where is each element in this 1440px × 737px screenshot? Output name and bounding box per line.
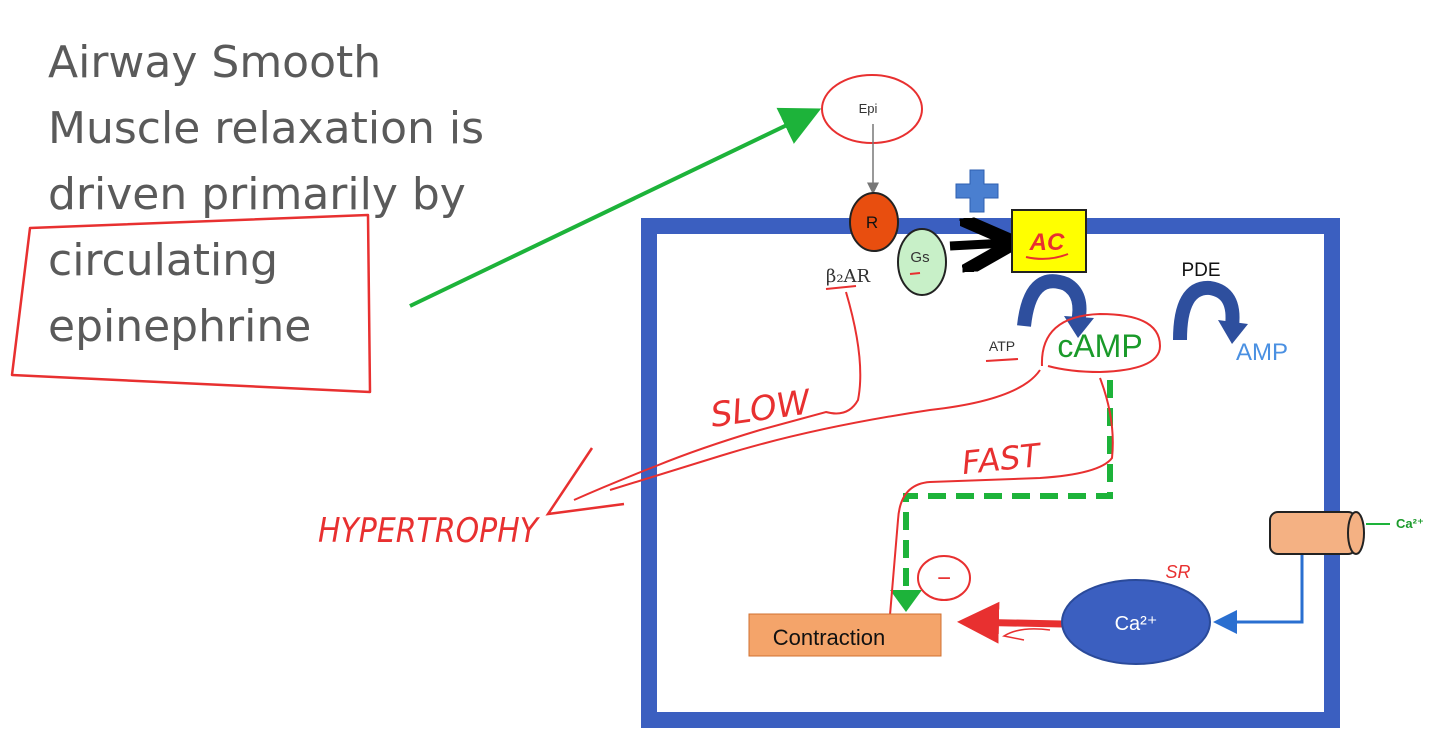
heading-line-3: driven primarily by (48, 169, 466, 220)
contraction-box (748, 613, 942, 657)
contraction-label: Contraction (773, 625, 886, 650)
red-camp-to-hypertrophy (609, 369, 1041, 491)
hypertrophy-annotation: HYPERTROPHY (318, 511, 540, 551)
slide-heading: Airway Smooth Muscle relaxation is drive… (48, 30, 484, 360)
camp-circle (1040, 312, 1162, 374)
pde-label: PDE (1181, 260, 1220, 281)
pde-curved-arrow-head (1218, 320, 1248, 344)
atp-underline (985, 358, 1019, 362)
pde-curved-arrow (1173, 281, 1240, 341)
red-slow-line (573, 291, 862, 501)
inhibit-circle (917, 555, 971, 601)
calcium-channel (1269, 511, 1365, 555)
adenylyl-cyclase-box (1011, 209, 1087, 273)
ac-curved-arrow-head (1064, 316, 1094, 338)
epi-label: Epi (859, 101, 878, 116)
gs-to-ac-arrow (949, 243, 1006, 246)
heading-line-1: Airway Smooth (48, 37, 382, 88)
green-dashed-arrowhead (890, 590, 922, 612)
slow-annotation: SLOW (708, 382, 814, 436)
ac-underline (1025, 253, 1069, 260)
heading-line-4: circulating (48, 235, 279, 286)
channel-to-sr-path (1213, 554, 1304, 634)
b2ar-label: β₂AR (826, 266, 871, 287)
b2ar-underline (825, 285, 857, 290)
fast-annotation: FAST (960, 436, 1044, 482)
receptor-label: R (866, 213, 878, 232)
atp-label: ATP (989, 338, 1015, 354)
sr-to-contraction-arrow (957, 601, 1063, 644)
plus-sign (955, 169, 999, 213)
sr-calcium-store (1061, 579, 1211, 665)
ac-curved-arrow (1017, 274, 1087, 327)
gs-label: Gs (910, 249, 929, 266)
hypertrophy-arrowhead (545, 447, 625, 516)
heading-line-2: Muscle relaxation is (48, 103, 485, 154)
epi-circle (821, 74, 923, 144)
red-scribble (1001, 628, 1051, 641)
gs-protein (897, 228, 947, 296)
heading-line-5: epinephrine (48, 301, 312, 352)
sr-label: SR (1165, 562, 1190, 582)
camp-label: cAMP (1057, 328, 1142, 364)
amp-label: AMP (1236, 339, 1288, 366)
gs-mark (909, 272, 921, 275)
receptor-r (849, 192, 899, 252)
inhibit-minus: − (937, 565, 951, 592)
red-fast-line (889, 377, 1114, 616)
green-arrow-to-epi (409, 107, 822, 308)
sr-calcium-label: Ca²⁺ (1115, 613, 1158, 635)
green-dashed-path (903, 380, 1113, 598)
circulating-epinephrine-box (10, 213, 372, 394)
external-ca-label: Ca²⁺ (1396, 516, 1424, 531)
ac-label: AC (1029, 229, 1065, 256)
